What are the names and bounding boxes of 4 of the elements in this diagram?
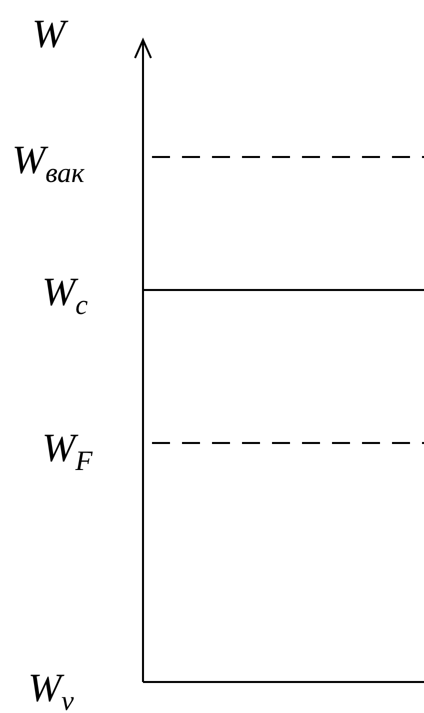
energy-level-label: W$_{вак}$ [12, 140, 84, 188]
energy-level-label: W$_{v}$ [28, 668, 74, 713]
energy-level-label: W$_{F}$ [42, 428, 92, 476]
energy-level-label: W$_{c}$ [42, 272, 88, 320]
